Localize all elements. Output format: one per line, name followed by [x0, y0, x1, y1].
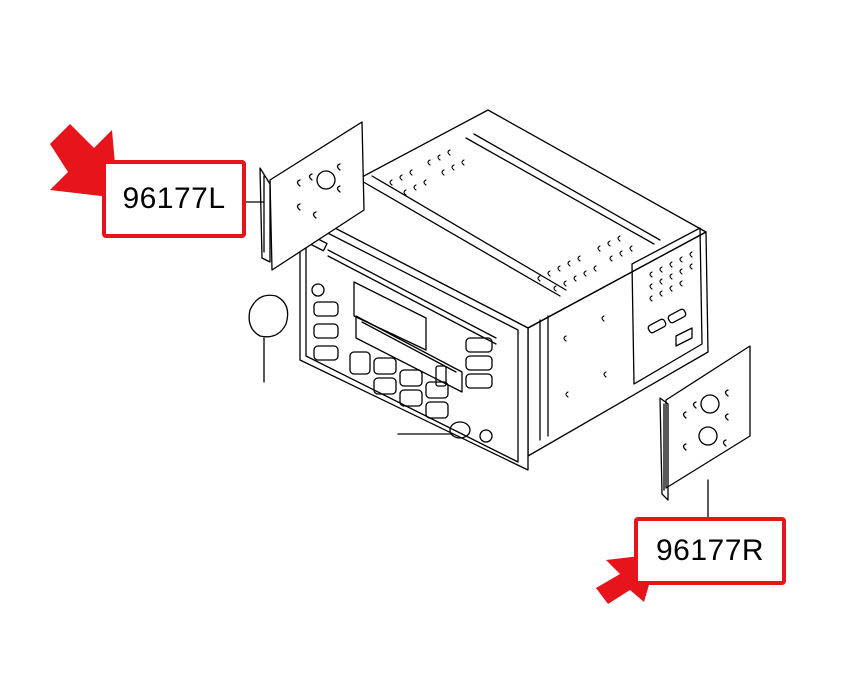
top-vent-holes [389, 149, 633, 292]
right-buttons [465, 337, 493, 389]
radio-head-unit [299, 109, 709, 471]
part-number-label-left: 96177L [102, 160, 246, 238]
tuning-knobs [449, 421, 493, 443]
center-keypad [349, 351, 449, 419]
part-number-label-right: 96177R [634, 517, 786, 585]
display-window [353, 281, 427, 351]
callout-arrow-icon [50, 124, 118, 198]
cassette-slot [327, 249, 497, 339]
left-buttons [311, 283, 339, 361]
radio-front-bezel [299, 209, 529, 471]
left-bracket [259, 121, 365, 271]
loose-knob [248, 294, 289, 383]
side-vent-holes [563, 251, 693, 398]
right-bracket [659, 345, 751, 501]
